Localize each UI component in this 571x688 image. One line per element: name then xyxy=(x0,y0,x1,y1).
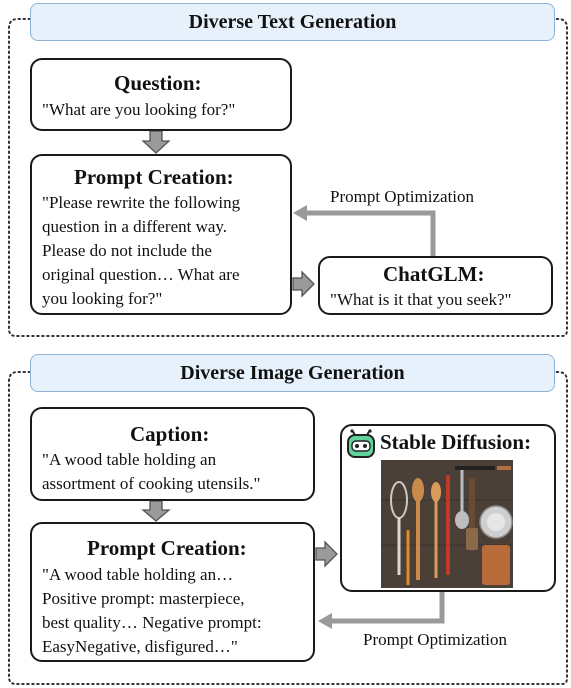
stable-diffusion-box: Stable Diffusion: xyxy=(340,424,556,592)
prompt-line: "Please rewrite the following xyxy=(42,193,241,212)
caption-line: assortment of cooking utensils." xyxy=(42,474,261,493)
text-section-title: Diverse Text Generation xyxy=(30,3,555,41)
prompt-line: best quality… Negative prompt: xyxy=(42,613,262,632)
arrow-right-diffusion xyxy=(315,540,338,568)
text-section-outline xyxy=(8,18,568,337)
text-section-title-label: Diverse Text Generation xyxy=(188,10,397,33)
prompt-line: question in a different way. xyxy=(42,217,228,236)
chatglm-title: ChatGLM: xyxy=(383,262,485,286)
prompt-line: you looking for?" xyxy=(42,289,163,308)
prompt-creation-title: Prompt Creation: xyxy=(87,536,247,560)
prompt-line: "A wood table holding an… xyxy=(42,565,234,584)
stable-diffusion-title: Stable Diffusion: xyxy=(380,430,532,454)
prompt-creation-box-image: Prompt Creation: "A wood table holding a… xyxy=(30,522,315,662)
question-text: "What are you looking for?" xyxy=(42,100,236,119)
optimization-arrowhead-image xyxy=(318,613,332,629)
prompt-line: Positive prompt: masterpiece, xyxy=(42,589,245,608)
prompt-optimization-label-text: Prompt Optimization xyxy=(330,187,475,206)
cooking-utensils-photo xyxy=(381,460,513,588)
question-box: Question: "What are you looking for?" xyxy=(30,58,292,131)
question-title: Question: xyxy=(114,71,202,95)
optimization-loop-image xyxy=(331,591,445,624)
prompt-optimization-label-image: Prompt Optimization xyxy=(363,630,508,649)
caption-box: Caption: "A wood table holding an assort… xyxy=(30,407,315,501)
arrow-right-chatglm xyxy=(292,270,315,298)
prompt-creation-box-text: Prompt Creation: "Please rewrite the fol… xyxy=(30,154,292,315)
prompt-line: Please do not include the xyxy=(42,241,212,260)
arrow-down-question xyxy=(141,130,171,154)
caption-line: "A wood table holding an xyxy=(42,450,217,469)
caption-title: Caption: xyxy=(130,422,210,446)
optimization-loop-text xyxy=(306,210,436,258)
chatglm-output: "What is it that you seek?" xyxy=(330,290,512,309)
prompt-creation-body: "A wood table holding an… Positive promp… xyxy=(42,563,262,659)
image-section-title-label: Diverse Image Generation xyxy=(180,361,405,384)
image-section-title: Diverse Image Generation xyxy=(30,354,555,392)
prompt-line: original question… What are xyxy=(42,265,240,284)
image-section-outline xyxy=(8,371,568,685)
chatglm-box: ChatGLM: "What is it that you seek?" xyxy=(318,256,553,315)
prompt-line: EasyNegative, disfigured…" xyxy=(42,637,238,656)
caption-body: "A wood table holding an assortment of c… xyxy=(42,448,260,496)
arrow-down-caption xyxy=(141,500,171,522)
prompt-creation-body: "Please rewrite the following question i… xyxy=(42,191,240,311)
optimization-arrowhead-text xyxy=(293,205,307,221)
prompt-creation-title: Prompt Creation: xyxy=(74,165,234,189)
